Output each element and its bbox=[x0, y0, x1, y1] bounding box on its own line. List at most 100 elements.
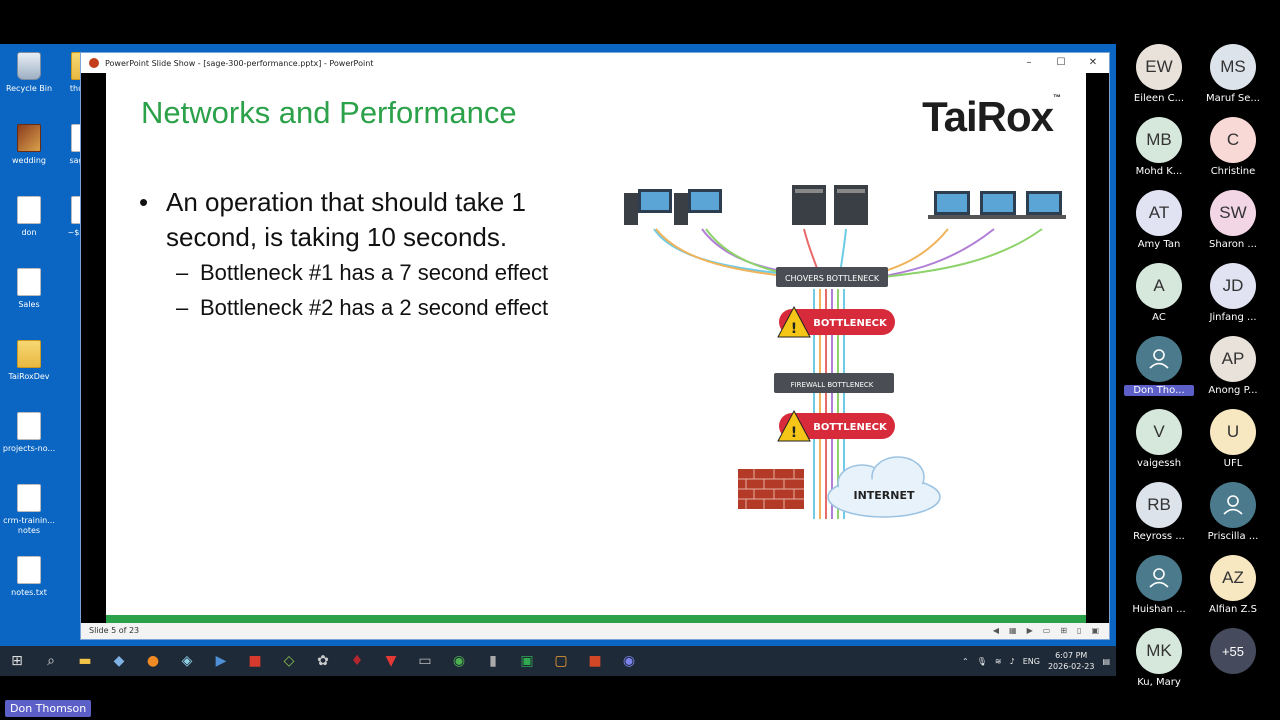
avatar: JD bbox=[1210, 263, 1256, 309]
desktop-icon[interactable]: crm-trainin... notes bbox=[0, 484, 58, 536]
clock[interactable]: 6:07 PM 2026-02-23 bbox=[1047, 651, 1095, 671]
participant-name: Priscilla ... bbox=[1207, 531, 1259, 542]
desktop-icon[interactable]: notes.txt bbox=[0, 556, 58, 598]
normal-view-icon[interactable]: ▭ bbox=[1042, 626, 1051, 635]
slide-grid-icon[interactable]: ▦ bbox=[1009, 626, 1017, 635]
participant-name: Christine bbox=[1210, 166, 1256, 177]
participant-name: UFL bbox=[1223, 458, 1243, 469]
app-icon[interactable]: ✿ bbox=[317, 653, 329, 669]
app-icon[interactable]: ◆ bbox=[113, 653, 125, 669]
server-icons bbox=[792, 185, 868, 225]
slideshow-view-icon[interactable]: ▣ bbox=[1091, 626, 1099, 635]
app-icon[interactable]: ♦ bbox=[350, 653, 364, 669]
file-icon bbox=[17, 484, 41, 512]
avatar: AZ bbox=[1210, 555, 1256, 601]
participant-tile[interactable]: Priscilla ... bbox=[1198, 482, 1268, 542]
network-icon[interactable]: ≋ bbox=[994, 656, 1002, 666]
start-icon[interactable]: ⊞ bbox=[11, 653, 23, 669]
sorter-view-icon[interactable]: ⊞ bbox=[1060, 626, 1068, 635]
desktop-icon-label: crm-trainin... notes bbox=[3, 516, 55, 535]
avatar: MB bbox=[1136, 117, 1182, 163]
internet-cloud-icon: INTERNET bbox=[827, 456, 941, 518]
powerpoint-icon bbox=[89, 58, 99, 68]
participant-name: Maruf Se... bbox=[1206, 93, 1260, 104]
slide-stage: Networks and Performance TaiRox™ • An op… bbox=[81, 73, 1109, 625]
file-explorer-icon[interactable]: ▬ bbox=[78, 653, 92, 669]
previous-slide-icon[interactable]: ◀ bbox=[992, 626, 1000, 635]
slide[interactable]: Networks and Performance TaiRox™ • An op… bbox=[106, 73, 1086, 625]
system-tray: ⌃ 🎙 ≋ ♪ ENG 6:07 PM 2026-02-23 ▤ bbox=[962, 646, 1110, 676]
app-icon[interactable]: ◈ bbox=[181, 653, 193, 669]
participant-tile[interactable]: C Christine bbox=[1198, 117, 1268, 177]
avatar: EW bbox=[1136, 44, 1182, 90]
app-icon[interactable]: ▢ bbox=[554, 653, 568, 669]
vivaldi-icon[interactable]: ▼ bbox=[385, 653, 397, 669]
desktop-icon[interactable]: don bbox=[0, 196, 58, 238]
teams-icon[interactable]: ◉ bbox=[622, 653, 636, 669]
chevron-up-icon[interactable]: ⌃ bbox=[962, 656, 969, 666]
search-icon[interactable]: ⌕ bbox=[47, 653, 55, 669]
powerpoint-window: PowerPoint Slide Show - [sage-300-perfor… bbox=[80, 52, 1110, 640]
minimize-button[interactable]: – bbox=[1026, 57, 1032, 68]
file-icon bbox=[17, 412, 41, 440]
chrome-icon[interactable]: ◉ bbox=[452, 653, 466, 669]
maximize-button[interactable]: ☐ bbox=[1056, 57, 1066, 68]
language-indicator[interactable]: ENG bbox=[1022, 656, 1040, 666]
avatar: C bbox=[1210, 117, 1256, 163]
close-button[interactable]: ✕ bbox=[1088, 57, 1098, 68]
participant-tile[interactable]: A AC bbox=[1124, 263, 1194, 323]
participant-name: Sharon ... bbox=[1209, 239, 1257, 250]
volume-icon[interactable]: ♪ bbox=[1009, 656, 1015, 666]
avatar: RB bbox=[1136, 482, 1182, 528]
desktop-icon[interactable]: TaiRoxDev bbox=[0, 340, 58, 382]
microphone-icon[interactable]: 🎙 bbox=[976, 656, 987, 666]
folder-icon bbox=[17, 340, 41, 368]
participant-tile[interactable]: Huishan ... bbox=[1124, 555, 1194, 615]
participant-tile[interactable]: Don Tho... bbox=[1124, 336, 1194, 396]
slide-counter: Slide 5 of 23 bbox=[89, 626, 140, 635]
desktop-icon-label: wedding bbox=[12, 156, 46, 165]
participant-name: AC bbox=[1152, 312, 1166, 323]
participant-name: Huishan ... bbox=[1132, 604, 1186, 615]
more-participants-button[interactable]: +55 bbox=[1198, 628, 1268, 674]
reading-view-icon[interactable]: ▯ bbox=[1077, 626, 1082, 635]
app-icon[interactable]: ▮ bbox=[489, 653, 497, 669]
filezilla-icon[interactable]: ■ bbox=[248, 653, 262, 669]
avatar: +55 bbox=[1210, 628, 1256, 674]
desktop-icon[interactable]: Recycle Bin bbox=[0, 52, 58, 94]
firefox-icon[interactable]: ● bbox=[146, 653, 160, 669]
person-icon bbox=[1136, 336, 1182, 382]
shared-screen: Recycle Binthumbweddingsage-3don~$sageSa… bbox=[0, 44, 1116, 676]
terminal-icon[interactable]: ▭ bbox=[418, 653, 432, 669]
desktop-icon[interactable]: wedding bbox=[0, 124, 58, 166]
windows-taskbar: ⊞ ⌕ ▬ ◆ ● ◈ ▶ ■ ◇ ✿ ♦ ▼ ▭ ◉ ▮ ▣ ▢ ■ ◉ ⌃ … bbox=[0, 646, 1116, 676]
powershell-icon[interactable]: ▶ bbox=[215, 653, 227, 669]
app-icon[interactable]: ◇ bbox=[283, 653, 295, 669]
next-slide-icon[interactable]: ▶ bbox=[1026, 626, 1033, 635]
svg-text:!: ! bbox=[791, 425, 797, 441]
warning-badge: ! BOTTLENECK bbox=[777, 305, 895, 338]
notification-icon[interactable]: ▤ bbox=[1102, 656, 1110, 666]
avatar: V bbox=[1136, 409, 1182, 455]
desktop-icon[interactable]: Sales bbox=[0, 268, 58, 310]
app-icon[interactable]: ▣ bbox=[520, 653, 534, 669]
firewall-device: FIREWALL BOTTLENECK bbox=[774, 373, 894, 393]
powerpoint-icon[interactable]: ■ bbox=[588, 653, 602, 669]
avatar: A bbox=[1136, 263, 1182, 309]
desktop-icon[interactable]: projects-no... bbox=[0, 412, 58, 454]
participant-name: vaigessh bbox=[1136, 458, 1182, 469]
